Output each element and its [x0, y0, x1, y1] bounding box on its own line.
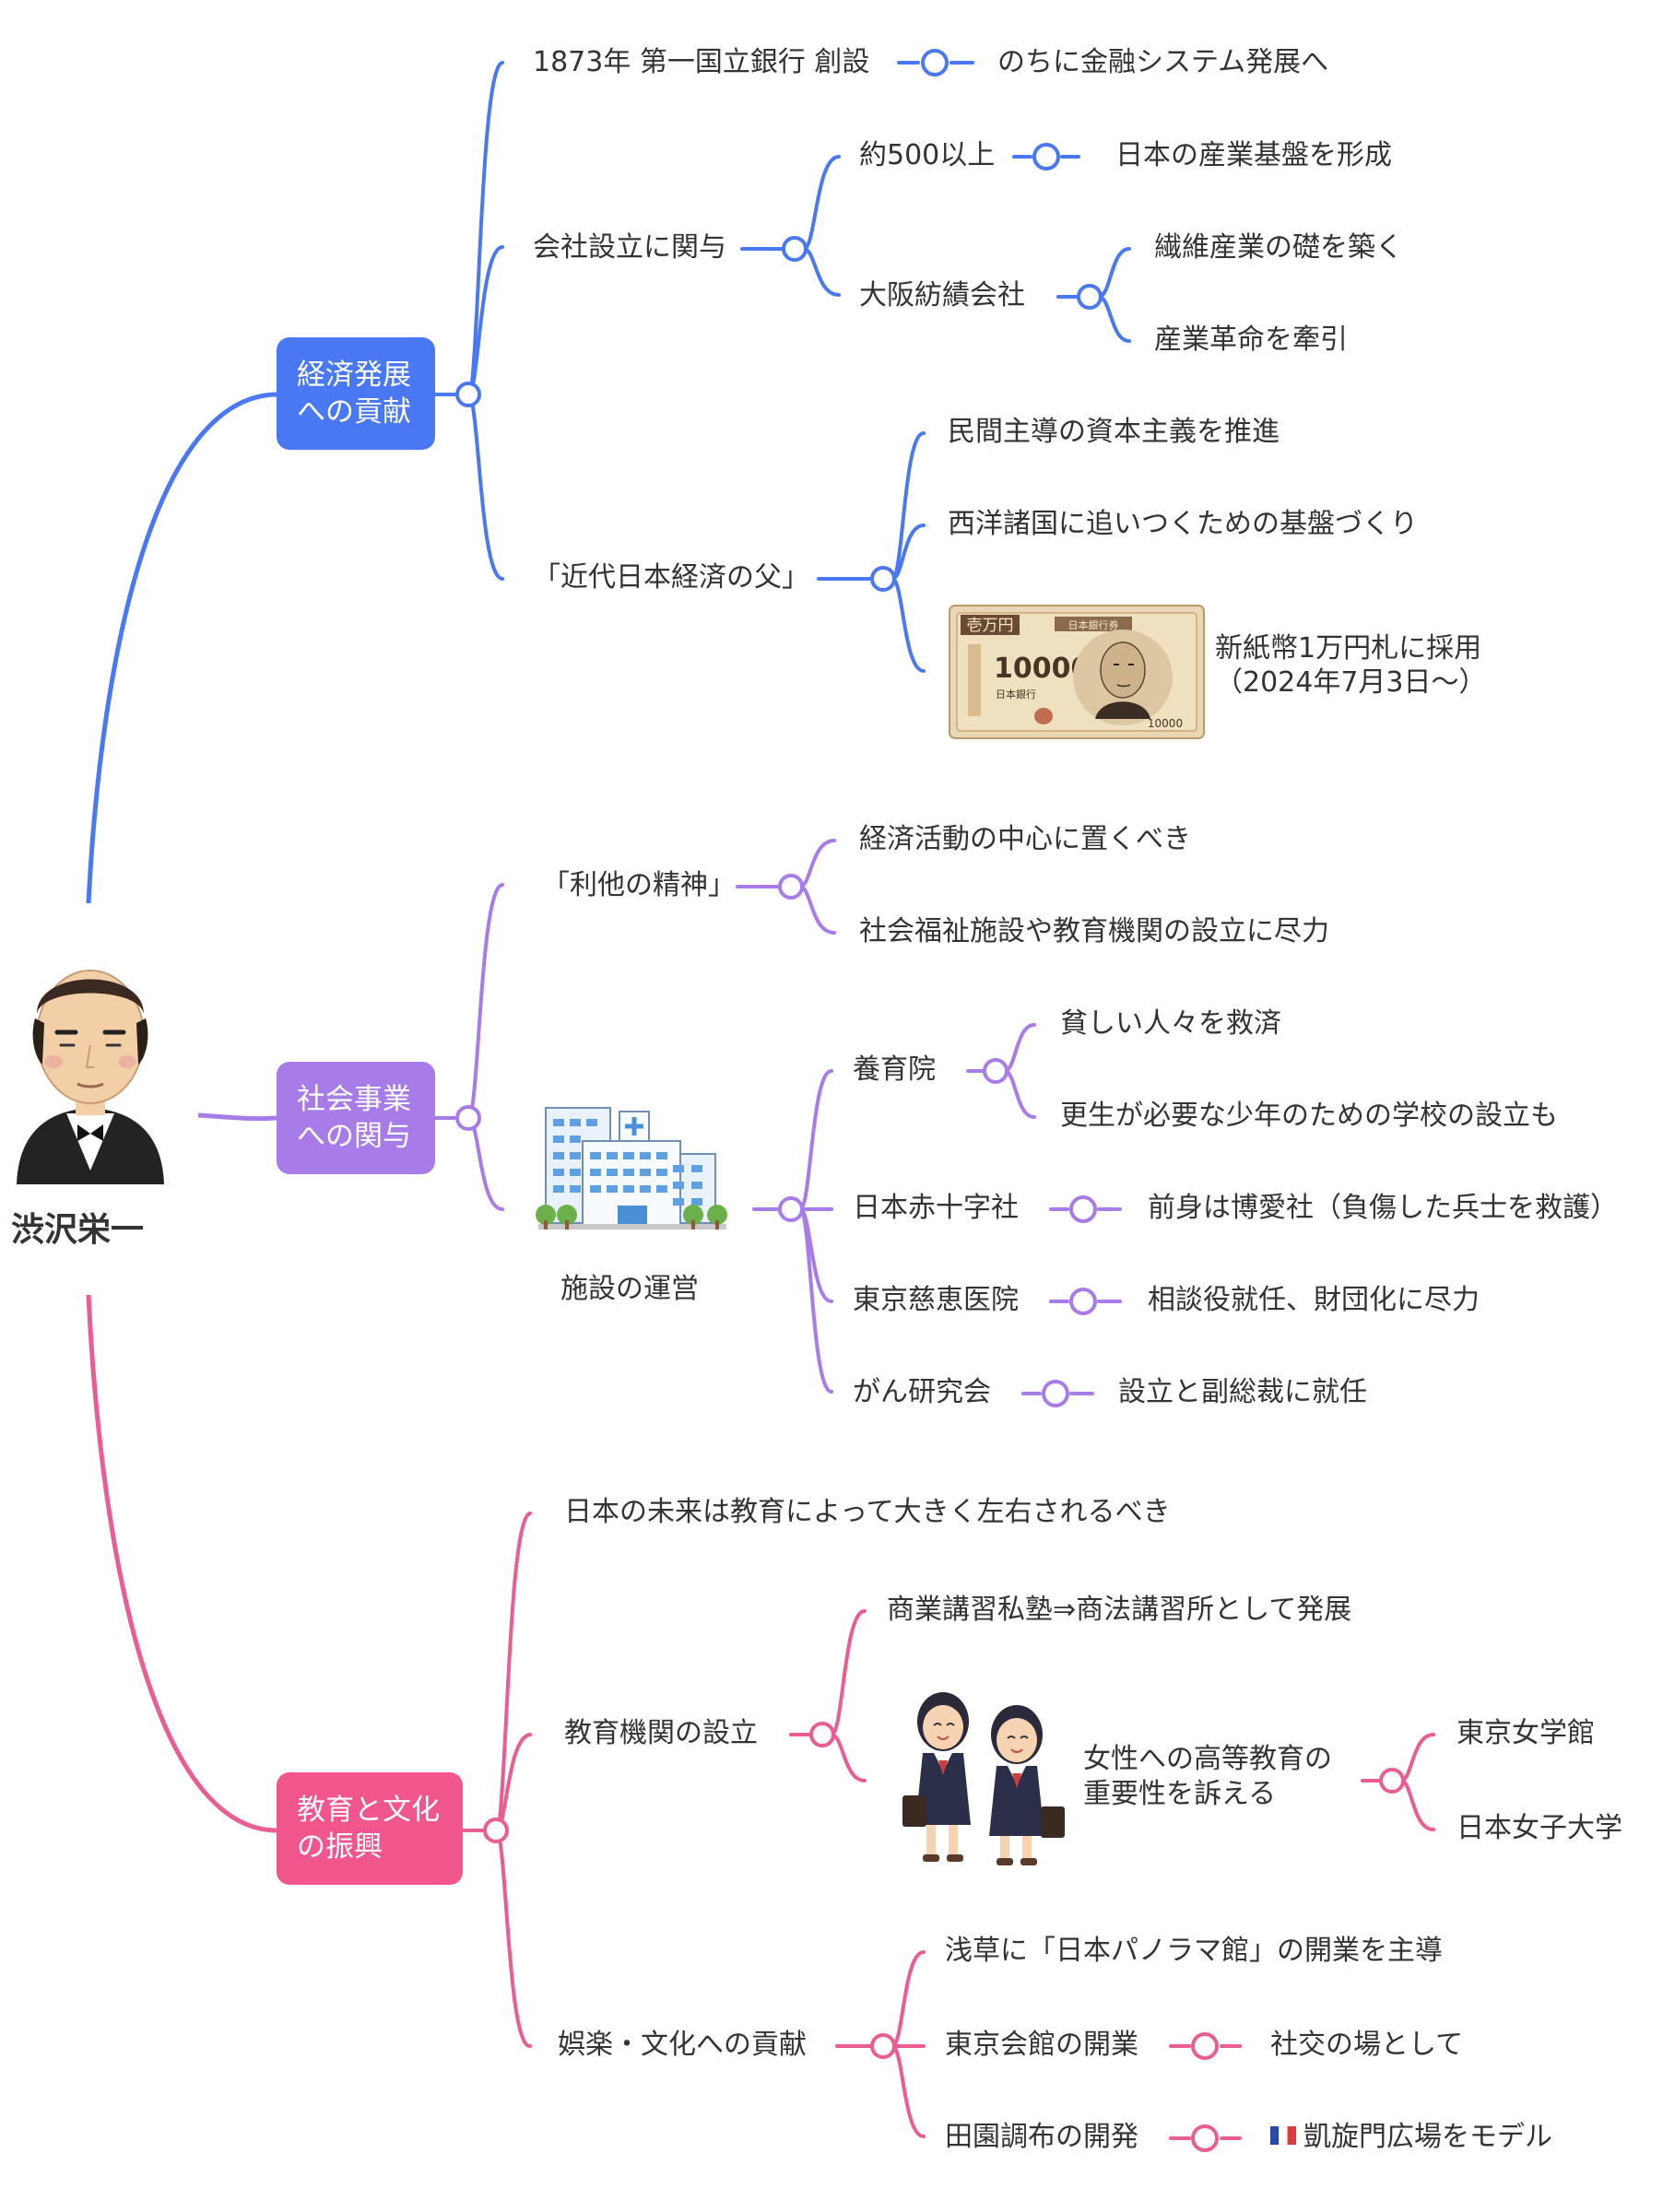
node-tokyo-kaikan-child: 社交の場として	[1270, 2029, 1464, 2061]
node-denenchofu: 田園調布の開発	[945, 2121, 1138, 2153]
node-father-child-1: 民間主導の資本主義を推進	[948, 416, 1280, 448]
node-father-of-economy: 「近代日本経済の父」	[533, 561, 809, 594]
node-panorama: 浅草に「日本パノラマ館」の開業を主導	[945, 1935, 1443, 1967]
node-redcross-child: 前身は博愛社（負傷した兵士を救護）	[1148, 1192, 1618, 1224]
node-altruism-child-2: 社会福祉施設や教育機関の設立に尽力	[859, 915, 1329, 947]
node-denenchofu-child: 凱旋門広場をモデル	[1303, 2121, 1552, 2153]
node-women-education: 女性への高等教育の 重要性を訴える	[1083, 1743, 1332, 1810]
node-altruism-child-1: 経済活動の中心に置くべき	[859, 823, 1191, 855]
node-bank-child: のちに金融システム発展へ	[997, 46, 1329, 78]
node-facilities: 施設の運営	[560, 1273, 699, 1305]
shibusawa-portrait-icon	[17, 970, 164, 1184]
node-osaka-child-1: 繊維産業の礎を築く	[1154, 231, 1403, 264]
schoolgirls-icon	[902, 1692, 1065, 1865]
node-cancer-institute: がん研究会	[853, 1376, 991, 1408]
node-banknote-caption: 新紙幣1万円札に採用 （2024年7月3日〜）	[1215, 632, 1487, 699]
node-tokyo-kaikan: 東京会館の開業	[945, 2029, 1138, 2061]
node-education-future: 日本の未来は教育によって大きく左右されるべき	[564, 1496, 1171, 1528]
node-jikei: 東京慈恵医院	[853, 1284, 1019, 1316]
node-commerce-school: 商業講習私塾⇒商法講習所として発展	[887, 1594, 1352, 1626]
branch-social: 社会事業 への関与	[277, 1062, 435, 1174]
banknote-header: 日本銀行券	[1068, 618, 1119, 631]
france-flag-icon	[1270, 2126, 1296, 2145]
trunk-social	[197, 1112, 277, 1122]
node-company-count: 約500以上	[859, 139, 996, 171]
node-bank: 1873年 第一国立銀行 創設	[533, 46, 870, 78]
node-japan-womens-university: 日本女子大学	[1457, 1812, 1622, 1844]
node-altruism: 「利他の精神」	[542, 869, 736, 901]
banknote-bank: 日本銀行	[996, 688, 1036, 700]
node-culture: 娯楽・文化への貢献	[558, 2029, 807, 2061]
banknote-title: 壱万円	[967, 617, 1014, 635]
node-redcross: 日本赤十字社	[853, 1192, 1019, 1224]
hospital-building-icon	[536, 1107, 727, 1230]
node-company-count-child: 日本の産業基盤を形成	[1115, 139, 1392, 171]
trunk-education	[86, 1294, 277, 1833]
node-tokyo-jogakkan: 東京女学館	[1457, 1717, 1595, 1749]
node-companies: 会社設立に関与	[533, 231, 726, 264]
node-cancer-child: 設立と副総裁に就任	[1118, 1376, 1367, 1408]
education-nodes	[483, 1722, 1405, 2152]
node-osaka-spinning: 大阪紡績会社	[859, 279, 1025, 312]
branch-education: 教育と文化 の振興	[277, 1772, 463, 1885]
node-yoikuin: 養育院	[853, 1053, 936, 1086]
node-jikei-child: 相談役就任、財団化に尽力	[1148, 1284, 1480, 1316]
node-yoikuin-child-2: 更生が必要な少年のための学校の設立も	[1060, 1100, 1558, 1132]
branch-economy: 経済発展 への貢献	[277, 337, 435, 450]
node-osaka-child-2: 産業革命を牽引	[1154, 324, 1348, 356]
node-institutions: 教育機関の設立	[564, 1717, 758, 1749]
node-yoikuin-child-1: 貧しい人々を救済	[1060, 1007, 1281, 1040]
economy-nodes	[455, 49, 1103, 592]
node-father-child-2: 西洋諸国に追いつくための基盤づくり	[948, 508, 1418, 540]
banknote-small-value: 10000	[1148, 717, 1183, 730]
banknote-icon: 壱万円 日本銀行券 10000 日本銀行 10000	[949, 605, 1205, 739]
trunk-economy	[86, 392, 277, 904]
social-nodes	[455, 874, 1097, 1407]
root-title: 渋沢栄一	[11, 1211, 145, 1249]
